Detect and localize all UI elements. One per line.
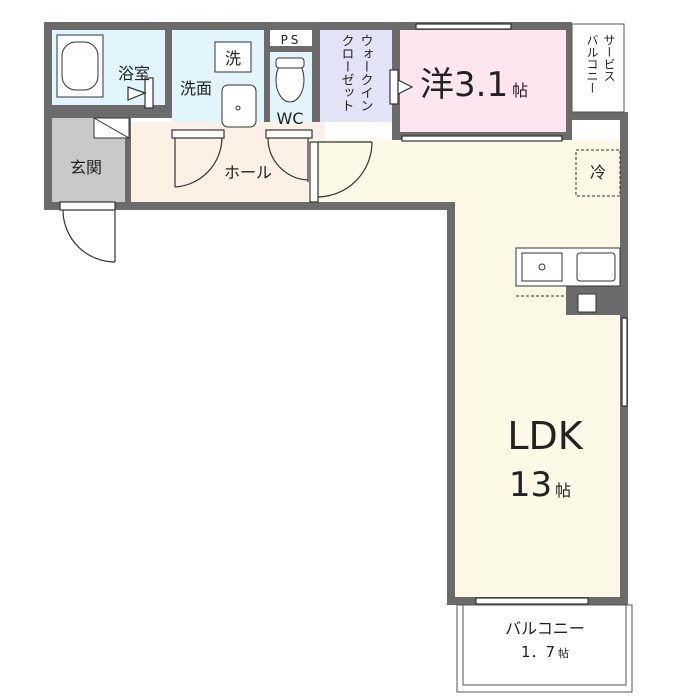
stove-icon [576, 252, 616, 282]
closet-label-line2: クローゼット [339, 34, 355, 112]
service-balcony [571, 23, 625, 113]
service-balcony-gap [578, 122, 620, 136]
ps-label: PS [281, 33, 302, 47]
western-room-unit: 帖 [512, 81, 528, 100]
entrance-label: 玄関 [70, 158, 102, 177]
bathroom-label: 浴室 [118, 64, 150, 83]
western-room-size: 洋3.1 [420, 65, 508, 105]
ldk-unit: 帖 [555, 481, 571, 500]
hall-label: ホール [224, 163, 272, 182]
balcony-outline [456, 604, 633, 693]
sink-icon [521, 252, 563, 282]
balcony-inner [462, 604, 627, 686]
ldk-size: 13 [509, 465, 552, 505]
service-balcony-line2: バルコニー [585, 34, 599, 94]
balcony-size: 1．7 [521, 643, 555, 661]
balcony-label: バルコニー [505, 619, 585, 638]
washer-label: 洗 [225, 49, 241, 68]
wc-label: WC [277, 109, 304, 128]
fridge-space [575, 149, 621, 197]
fridge-label: 冷 [590, 163, 606, 182]
balcony-unit: 帖 [558, 647, 569, 660]
service-balcony-line1: サービス [602, 34, 616, 82]
closet-label-line1: ウォークイン [358, 34, 373, 112]
ldk-floor-main [455, 140, 620, 597]
washer-icon [214, 41, 252, 73]
doors[interactable] [59, 69, 414, 263]
washroom-label: 洗面 [180, 79, 212, 98]
western-room-floor [400, 30, 566, 135]
closet-floor [320, 30, 392, 122]
ldk-label: LDK [507, 414, 583, 458]
